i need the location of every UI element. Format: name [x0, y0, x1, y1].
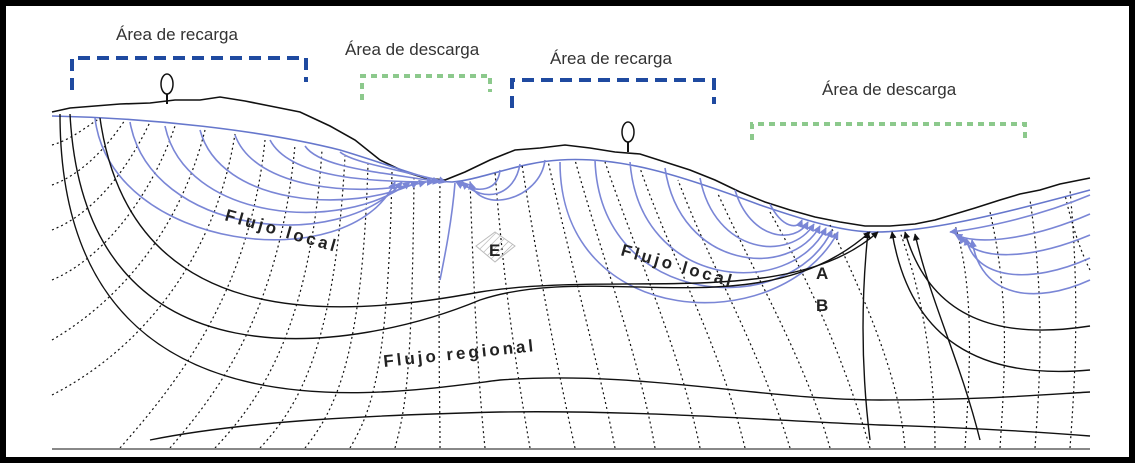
recharge-bracket-1 [70, 56, 308, 90]
local-flow-lines-center [439, 159, 546, 281]
water-table-line [51, 115, 1091, 233]
regional-flow-lines [59, 113, 1091, 441]
local-flow-lines-right [559, 159, 839, 304]
discharge-bracket-2 [750, 122, 1027, 140]
discharge-area-label-2: Área de descarga [822, 80, 957, 99]
point-e-label: E [489, 241, 500, 260]
discharge-bracket-1 [360, 74, 492, 100]
equipotential-lines [51, 117, 1091, 449]
tree-icon [160, 73, 174, 104]
local-flow-label-1: Flujo local [223, 206, 341, 257]
recharge-area-label-2: Área de recarga [550, 49, 672, 68]
regional-flow-label: Flujo regional [382, 336, 537, 371]
local-flow-lines-left [94, 117, 447, 241]
point-a-label: A [816, 264, 828, 283]
recharge-bracket-2 [510, 78, 716, 108]
local-flow-lines-far-right [949, 194, 1091, 295]
ground-surface-line [51, 96, 1091, 227]
recharge-area-label-1: Área de recarga [116, 25, 238, 44]
point-b-label: B [816, 296, 828, 315]
discharge-area-label-1: Área de descarga [345, 40, 480, 59]
stagnation-zone-e [475, 231, 516, 263]
tree-icon [621, 121, 635, 152]
